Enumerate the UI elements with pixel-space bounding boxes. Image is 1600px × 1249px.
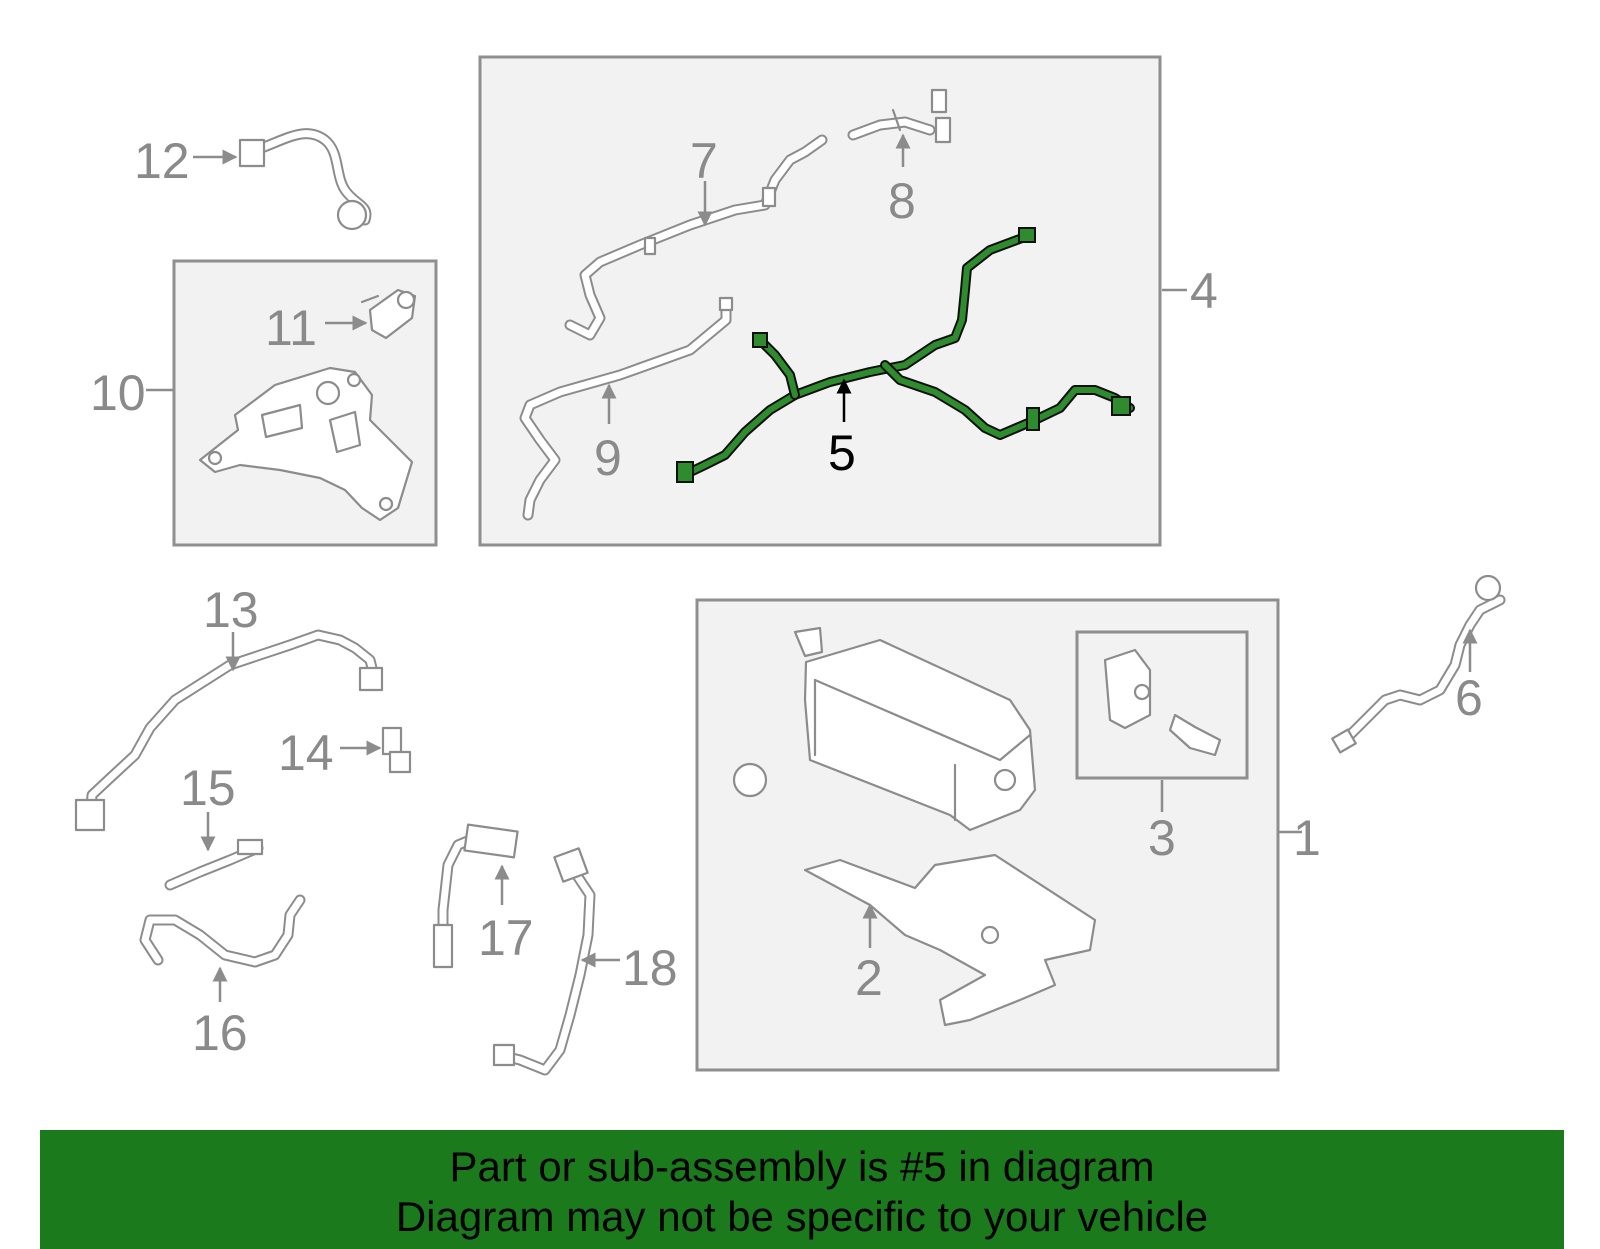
callout-16: 16 [192,1005,248,1061]
leader-lines [146,133,1478,1002]
part-12-hose[interactable] [238,128,372,231]
callout-6: 6 [1455,670,1483,726]
callout-8: 8 [888,173,916,229]
callout-15: 15 [180,760,236,816]
part-7-tube[interactable] [564,134,828,341]
part-15-tube[interactable] [164,838,264,891]
callout-11: 11 [265,300,317,356]
part-17-sensor[interactable] [432,823,519,969]
assembly-box-4 [478,55,1162,547]
callout-14: 14 [278,725,334,781]
part-1-canister[interactable] [732,626,1037,832]
banner-line-2: Diagram may not be specific to your vehi… [395,1193,1209,1240]
part-11-sensor[interactable] [360,288,417,340]
part-2-shield[interactable] [803,853,1097,1027]
callout-9: 9 [594,430,622,486]
part-8-connector[interactable] [847,88,952,144]
part-5-wiring-harness[interactable] [676,227,1135,483]
callout-4: 4 [1190,263,1218,319]
info-banner: Part or sub-assembly is #5 in diagram Di… [40,1130,1564,1249]
part-18-sensor[interactable] [492,847,596,1076]
callout-1: 1 [1293,810,1321,866]
part-3-bracket[interactable] [1103,648,1222,757]
parts-diagram: 12 7 8 4 11 10 9 5 13 6 14 15 3 1 17 18 … [74,55,1506,1076]
part-10-bracket[interactable] [198,366,414,522]
callout-7: 7 [690,133,718,189]
callout-17: 17 [478,910,534,966]
part-16-hose[interactable] [139,894,306,968]
part-9-line[interactable] [519,296,734,521]
callout-10: 10 [90,365,146,421]
banner-line-1: Part or sub-assembly is #5 in diagram [449,1143,1155,1190]
callout-18: 18 [622,940,678,996]
assembly-box-3 [1075,630,1249,780]
callout-12: 12 [134,133,190,189]
callout-5: 5 [828,425,856,481]
part-6-sensor[interactable] [1331,574,1506,754]
part-14-valve[interactable] [381,726,412,774]
callout-13: 13 [203,582,259,638]
callout-2: 2 [855,950,883,1006]
callout-3: 3 [1148,810,1176,866]
